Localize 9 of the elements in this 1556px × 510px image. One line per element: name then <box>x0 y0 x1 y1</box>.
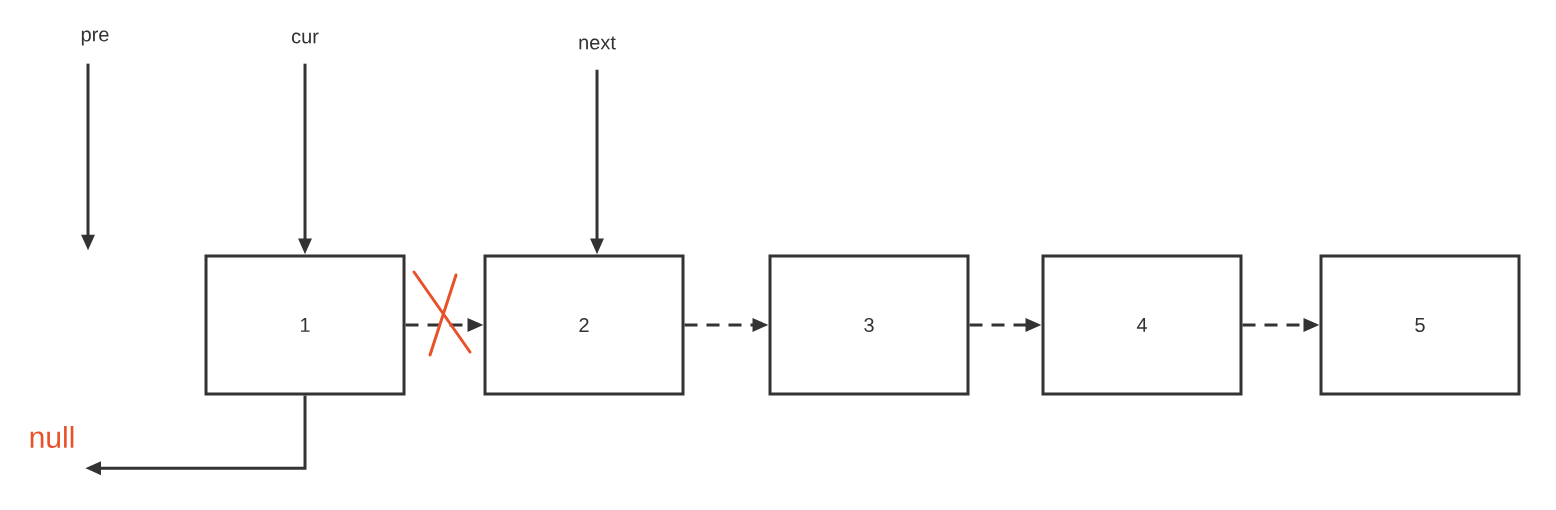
pointer-label: pre <box>81 30 109 46</box>
list-node-box: 5 <box>1319 254 1521 396</box>
list-node-box: 3 <box>768 254 970 396</box>
list-node-box: 4 <box>1041 254 1243 396</box>
null-label: null <box>30 426 74 448</box>
pointer-label: cur <box>291 32 319 44</box>
list-node-box: 1 <box>204 254 406 396</box>
list-node-box: 2 <box>483 254 685 396</box>
pointer-label: next <box>579 36 616 50</box>
